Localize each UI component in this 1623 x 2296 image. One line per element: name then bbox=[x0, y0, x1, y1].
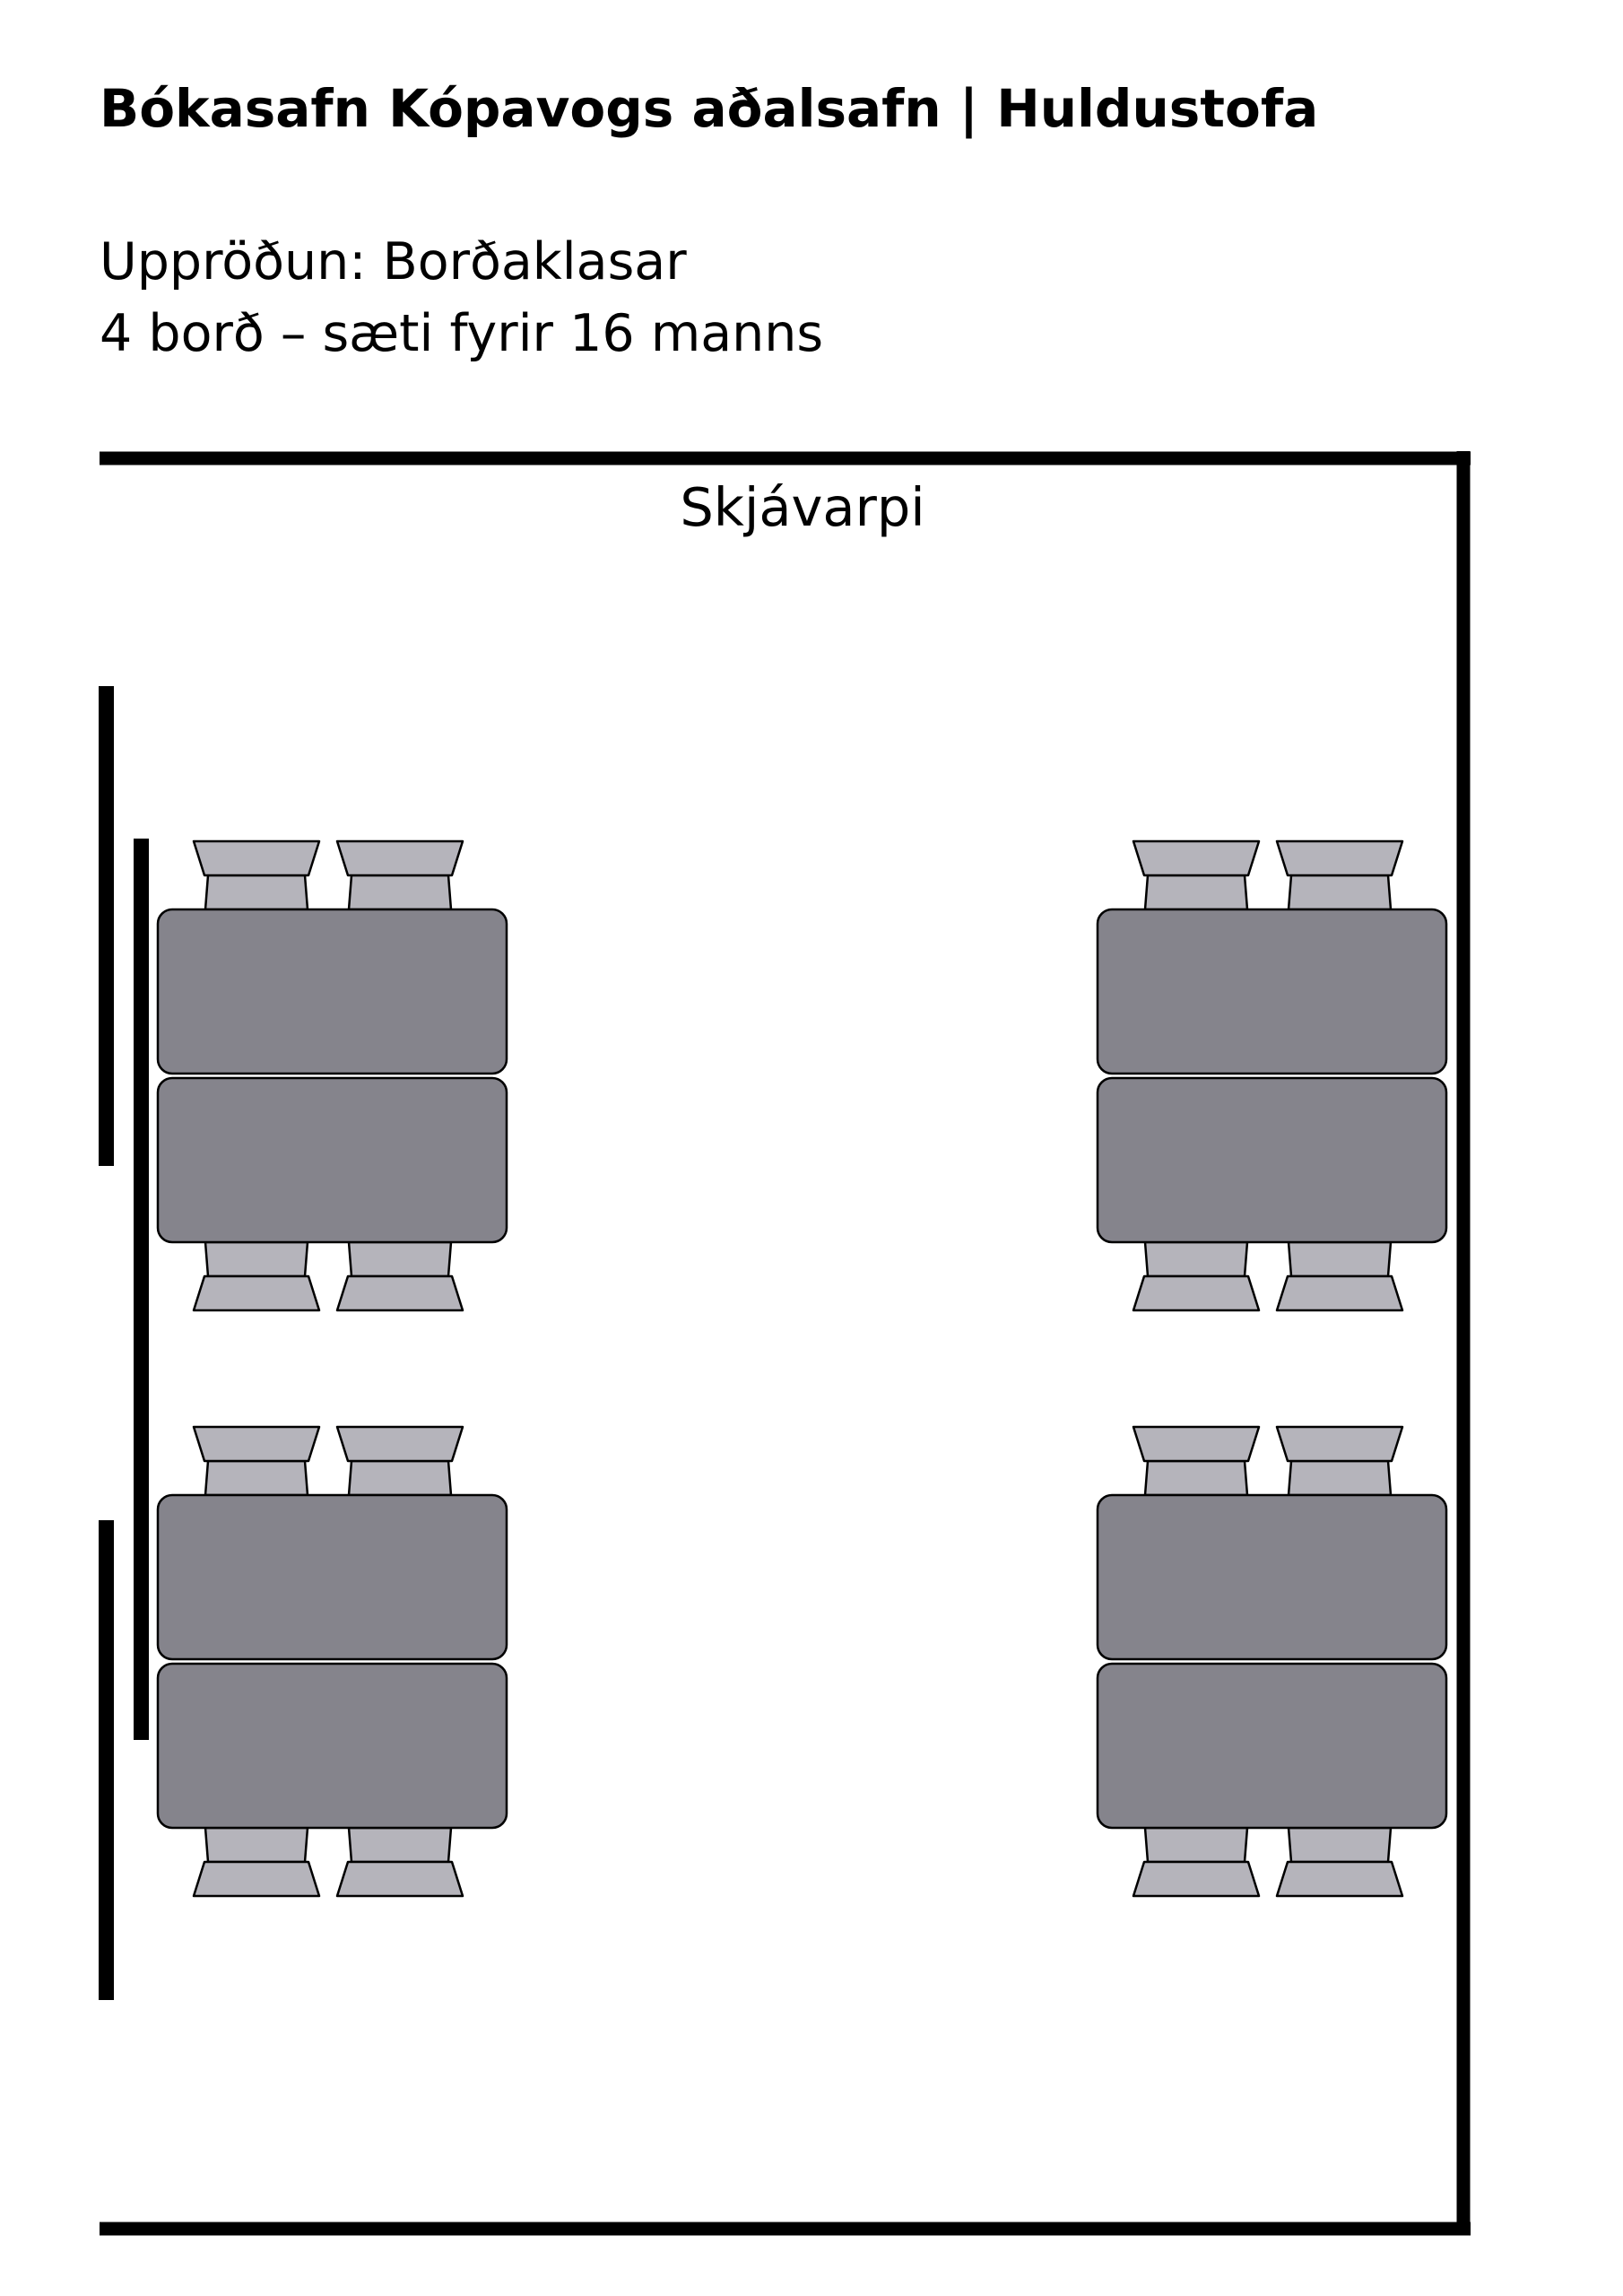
chair bbox=[1275, 1826, 1404, 1898]
chair-back bbox=[1132, 1274, 1261, 1312]
wall-segment-lower bbox=[99, 1520, 114, 2000]
chair-back bbox=[1275, 839, 1404, 877]
wall-segment-inner bbox=[134, 839, 149, 1740]
chair-seat bbox=[204, 1240, 309, 1278]
chair bbox=[1132, 1240, 1261, 1312]
chair bbox=[192, 1826, 321, 1898]
chair bbox=[335, 839, 464, 911]
chair-seat bbox=[1287, 1826, 1393, 1864]
projector-screen-label: Skjávarpi bbox=[680, 476, 925, 538]
chair-seat bbox=[204, 1826, 309, 1864]
chair-back bbox=[335, 1860, 464, 1898]
table bbox=[1096, 1076, 1448, 1244]
chair bbox=[335, 1240, 464, 1312]
chair-back bbox=[1132, 839, 1261, 877]
chair bbox=[1275, 1240, 1404, 1312]
chair bbox=[335, 1425, 464, 1497]
chair-seat bbox=[1143, 1459, 1249, 1497]
furniture bbox=[156, 839, 1448, 1898]
chair-seat bbox=[204, 874, 309, 911]
page-title: Bókasafn Kópavogs aðalsafn | Huldustofa bbox=[100, 78, 1319, 139]
table bbox=[156, 1493, 508, 1661]
chair bbox=[192, 1425, 321, 1497]
table bbox=[1096, 1493, 1448, 1661]
layout-description: Uppröðun: Borðaklasar bbox=[100, 232, 687, 291]
chair-seat bbox=[1287, 1459, 1393, 1497]
capacity-description: 4 borð – sæti fyrir 16 manns bbox=[100, 304, 824, 363]
chair-seat bbox=[347, 1826, 453, 1864]
chair-seat bbox=[347, 874, 453, 911]
chair-back bbox=[335, 839, 464, 877]
chair-back bbox=[1275, 1274, 1404, 1312]
chair bbox=[335, 1826, 464, 1898]
table bbox=[156, 908, 508, 1075]
chair-back bbox=[192, 1274, 321, 1312]
chair-seat bbox=[1287, 1240, 1393, 1278]
room-walls bbox=[100, 451, 1471, 2236]
chair-back bbox=[335, 1274, 464, 1312]
table bbox=[156, 1662, 508, 1830]
chair-seat bbox=[1287, 874, 1393, 911]
chair bbox=[1275, 1425, 1404, 1497]
table-cluster-top-left bbox=[156, 839, 508, 1312]
chair bbox=[1132, 1826, 1261, 1898]
chair bbox=[192, 839, 321, 911]
table bbox=[1096, 1662, 1448, 1830]
table-cluster-bottom-right bbox=[1096, 1425, 1448, 1898]
chair-back bbox=[192, 839, 321, 877]
chair bbox=[1132, 1425, 1261, 1497]
chair-back bbox=[1132, 1860, 1261, 1898]
chair-seat bbox=[204, 1459, 309, 1497]
chair-back bbox=[192, 1425, 321, 1463]
chair-seat bbox=[1143, 874, 1249, 911]
table bbox=[1096, 908, 1448, 1075]
chair-back bbox=[335, 1425, 464, 1463]
chair bbox=[192, 1240, 321, 1312]
chair-seat bbox=[1143, 1240, 1249, 1278]
table-cluster-bottom-left bbox=[156, 1425, 508, 1898]
wall-segment-upper bbox=[99, 686, 114, 1166]
chair-back bbox=[1275, 1425, 1404, 1463]
chair-back bbox=[192, 1860, 321, 1898]
chair-seat bbox=[1143, 1826, 1249, 1864]
table bbox=[156, 1076, 508, 1244]
chair bbox=[1132, 839, 1261, 911]
chair-seat bbox=[347, 1240, 453, 1278]
chair-seat bbox=[347, 1459, 453, 1497]
left-wall-segments bbox=[99, 686, 149, 2000]
table-cluster-top-right bbox=[1096, 839, 1448, 1312]
chair bbox=[1275, 839, 1404, 911]
chair-back bbox=[1275, 1860, 1404, 1898]
chair-back bbox=[1132, 1425, 1261, 1463]
